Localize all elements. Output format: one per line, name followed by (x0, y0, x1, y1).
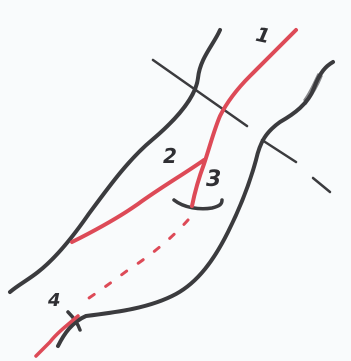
lower-cut-line (260, 138, 298, 164)
red-dashed-line (84, 218, 190, 302)
red-line-1 (190, 28, 298, 208)
right-contour-shading (303, 73, 323, 105)
hook-outline (66, 310, 82, 332)
cup-outline (172, 198, 224, 211)
red-line-4 (34, 314, 80, 358)
label-2: 2 (163, 144, 177, 168)
right-contour-line (56, 60, 335, 348)
lower-cut-line-end (311, 176, 332, 194)
label-4: 4 (48, 290, 61, 311)
left-contour-line (8, 28, 222, 294)
label-3: 3 (206, 167, 221, 192)
red-line-2 (70, 158, 206, 244)
upper-cut-line (151, 58, 249, 128)
